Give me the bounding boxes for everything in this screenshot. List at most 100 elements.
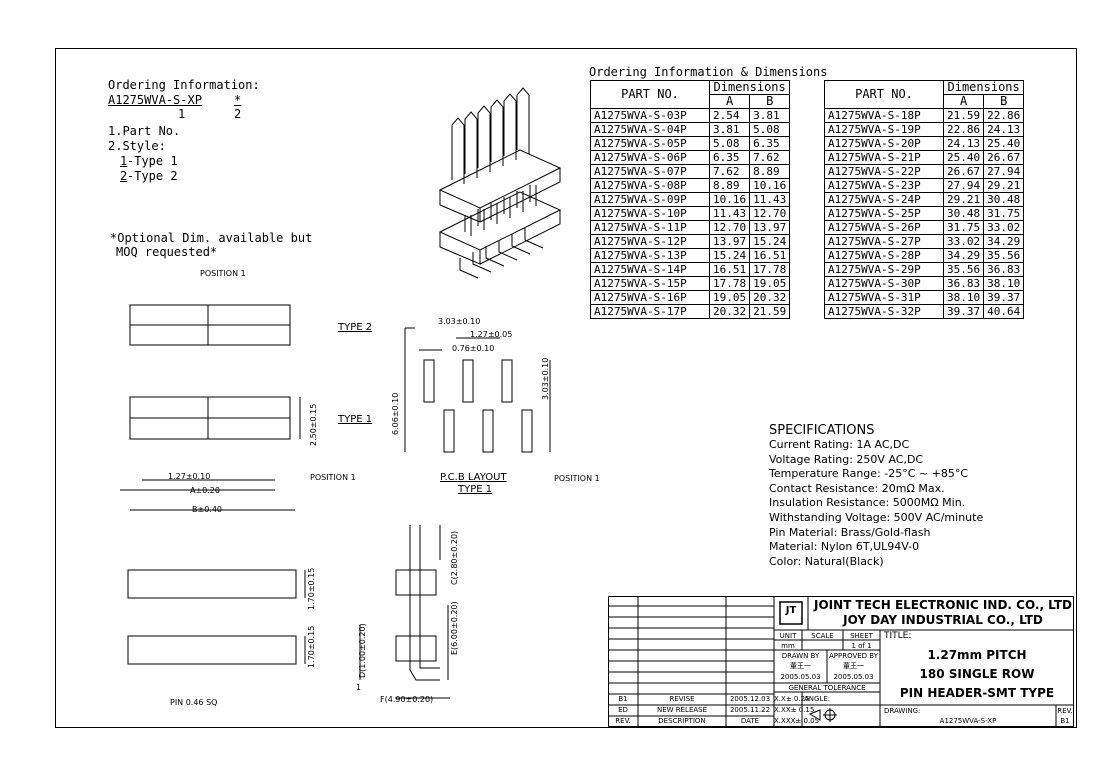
dim-b-cell: 15.24 bbox=[749, 234, 791, 249]
part-number-cell: A1275WVA-S-22P bbox=[824, 164, 944, 179]
part-number-cell: A1275WVA-S-15P bbox=[590, 276, 710, 291]
label-pcb-sub: TYPE 1 bbox=[457, 484, 492, 495]
header-part-no: PART NO. bbox=[824, 80, 944, 109]
label-e-dim: E(6.00±0.20) bbox=[450, 601, 459, 655]
part-number-cell: A1275WVA-S-29P bbox=[824, 262, 944, 277]
optional-note-line2: MOQ requested* bbox=[116, 245, 218, 259]
dim-b-cell: 16.51 bbox=[749, 248, 791, 263]
part-number-cell: A1275WVA-S-31P bbox=[824, 290, 944, 305]
pcb-layout bbox=[404, 327, 551, 453]
dim-a-cell: 39.37 bbox=[942, 304, 985, 319]
dim-a-cell: 19.05 bbox=[708, 290, 751, 305]
label-h250: 2.50±0.15 bbox=[309, 404, 318, 446]
label-pcb-w3: 0.76±0.10 bbox=[452, 344, 494, 353]
part-number-cell: A1275WVA-S-03P bbox=[590, 108, 710, 123]
sheet-value: 1 of 1 bbox=[851, 642, 872, 650]
dim-a-cell: 11.43 bbox=[708, 206, 751, 221]
dim-a-cell: 16.51 bbox=[708, 262, 751, 277]
spec-line: Pin Material: Brass/Gold-flash bbox=[769, 525, 931, 539]
dim-a-cell: 2.54 bbox=[708, 108, 751, 123]
drawing-title-line: PIN HEADER-SMT TYPE bbox=[899, 686, 1055, 700]
dim-a-cell: 13.97 bbox=[708, 234, 751, 249]
dim-a-cell: 24.13 bbox=[942, 136, 985, 151]
part-number-cell: A1275WVA-S-27P bbox=[824, 234, 944, 249]
part-number-cell: A1275WVA-S-11P bbox=[590, 220, 710, 235]
label-pcb-h1: 6.06±0.10 bbox=[391, 393, 400, 435]
dim-b-cell: 17.78 bbox=[749, 262, 791, 277]
spec-line: Material: Nylon 6T,UL94V-0 bbox=[769, 540, 920, 554]
dim-a-cell: 30.48 bbox=[942, 206, 985, 221]
label-pin-sq: PIN 0.46 SQ bbox=[170, 698, 217, 707]
dims-table-title: Ordering Information & Dimensions bbox=[589, 65, 828, 79]
dim-a-cell: 5.08 bbox=[708, 136, 751, 151]
rev-header-rev: REV. bbox=[615, 717, 631, 725]
part-number-cell: A1275WVA-S-12P bbox=[590, 234, 710, 249]
general-tolerance: GENERAL TOLERANCE bbox=[788, 684, 866, 692]
dim-b-cell: 35.56 bbox=[983, 248, 1025, 263]
dim-a-cell: 26.67 bbox=[942, 164, 985, 179]
sheet-label: SHEET bbox=[850, 632, 873, 640]
label-h170b: 1.70±0.15 bbox=[307, 626, 316, 668]
label-pcb-w2: 1.27±0.05 bbox=[470, 330, 512, 339]
spec-line: Withstanding Voltage: 500V AC/minute bbox=[769, 510, 984, 524]
dim-b-cell: 21.59 bbox=[749, 304, 791, 319]
dim-a-cell: 38.10 bbox=[942, 290, 985, 305]
ordering-title: Ordering Information: bbox=[108, 78, 260, 92]
unit-label: UNIT bbox=[779, 632, 797, 640]
part-number-cell: A1275WVA-S-32P bbox=[824, 304, 944, 319]
label-f-dim: F(4.90±0.20) bbox=[380, 695, 433, 704]
part-number-cell: A1275WVA-S-16P bbox=[590, 290, 710, 305]
header-a: A bbox=[942, 94, 985, 109]
ordering-n1: 1 bbox=[178, 107, 186, 121]
title-block: JT JOINT TECH ELECTRONIC IND. CO., LTD J… bbox=[608, 596, 1074, 727]
rev-header-desc: DESCRIPTION bbox=[658, 717, 706, 725]
part-number-cell: A1275WVA-S-19P bbox=[824, 122, 944, 137]
label-type1: TYPE 1 bbox=[337, 414, 372, 425]
part-number-cell: A1275WVA-S-26P bbox=[824, 220, 944, 235]
label-d-dim: D(1.00±0.20) bbox=[358, 623, 367, 678]
rev-row-desc: REVISE bbox=[669, 695, 695, 703]
rev-header-date: DATE bbox=[740, 717, 760, 725]
tolerance-3: X.XXX± 0.05 bbox=[774, 717, 820, 725]
dim-b-cell: 31.75 bbox=[983, 206, 1025, 221]
part-number-cell: A1275WVA-S-28P bbox=[824, 248, 944, 263]
label-a-dim: A±0.20 bbox=[190, 486, 220, 495]
spec-line: Contact Resistance: 20mΩ Max. bbox=[769, 481, 945, 495]
part-number-cell: A1275WVA-S-25P bbox=[824, 206, 944, 221]
dim-a-cell: 3.81 bbox=[708, 122, 751, 137]
dim-b-cell: 26.67 bbox=[983, 150, 1025, 165]
part-number-cell: A1275WVA-S-18P bbox=[824, 108, 944, 123]
dim-b-cell: 7.62 bbox=[749, 150, 791, 165]
type1-front-view bbox=[120, 396, 301, 491]
approved-name: 董王一 bbox=[843, 662, 864, 670]
dim-a-cell: 27.94 bbox=[942, 178, 985, 193]
drawing-title-line: 180 SINGLE ROW bbox=[919, 667, 1035, 681]
spec-line: Temperature Range: -25°C ~ +85°C bbox=[769, 467, 968, 481]
label-type2: TYPE 2 bbox=[337, 322, 372, 333]
spec-line: Current Rating: 1A AC,DC bbox=[769, 438, 910, 451]
drawing-title-line: 1.27mm PITCH bbox=[927, 648, 1027, 662]
type2-number: 2 bbox=[120, 169, 128, 183]
dim-a-cell: 8.89 bbox=[708, 178, 751, 193]
dim-b-cell: 3.81 bbox=[749, 108, 791, 123]
company-logo: JT bbox=[785, 605, 797, 616]
unit-value: mm bbox=[781, 642, 795, 650]
label-b-dim: B±0.40 bbox=[192, 505, 222, 514]
part-number-cell: A1275WVA-S-08P bbox=[590, 178, 710, 193]
dim-b-cell: 6.35 bbox=[749, 136, 791, 151]
